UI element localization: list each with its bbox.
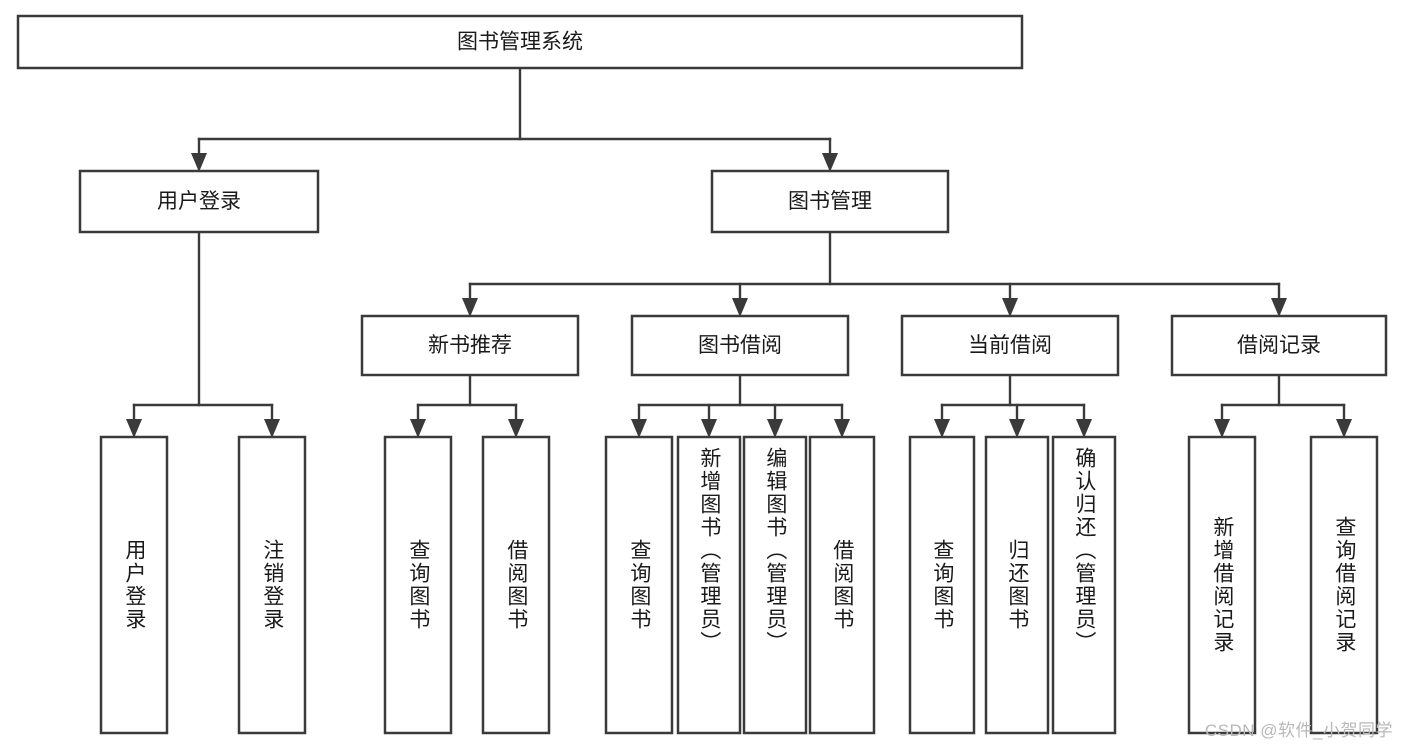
arrow-head-icon (934, 419, 950, 438)
node-box-leaf9[interactable] (908, 435, 976, 735)
arrow-head-icon (1271, 298, 1287, 317)
node-box-leaf10[interactable] (984, 435, 1050, 735)
node-label-newbook: 新书推荐 (428, 334, 512, 357)
arrow-head-icon (631, 419, 647, 438)
node-box-leaf11[interactable] (1051, 435, 1117, 735)
arrow-head-icon (732, 298, 748, 317)
node-label-root: 图书管理系统 (457, 31, 583, 54)
arrow-head-icon (822, 153, 838, 172)
node-box-root[interactable] (16, 14, 1024, 70)
node-box-leaf4[interactable] (481, 435, 551, 735)
node-box-leaf3[interactable] (383, 435, 453, 735)
node-label-login: 用户登录 (157, 190, 241, 213)
arrow-head-icon (126, 419, 142, 438)
arrow-head-icon (462, 298, 478, 317)
arrow-head-icon (767, 419, 783, 438)
node-box-newbook[interactable] (360, 314, 580, 377)
node-label-borrow: 图书借阅 (698, 334, 782, 357)
node-box-current[interactable] (900, 314, 1120, 377)
arrow-head-icon (1009, 419, 1025, 438)
arrow-head-icon (1336, 419, 1352, 438)
arrow-head-icon (1002, 298, 1018, 317)
node-box-borrow[interactable] (630, 314, 850, 377)
node-box-leaf5[interactable] (604, 435, 674, 735)
node-label-bookmgmt: 图书管理 (788, 190, 872, 213)
node-label-records: 借阅记录 (1237, 334, 1321, 357)
node-box-leaf12[interactable] (1187, 435, 1257, 735)
watermark-text: CSDN @软件_小贺同学 (1204, 721, 1393, 740)
node-box-leaf6[interactable] (676, 435, 742, 735)
arrow-head-icon (834, 419, 850, 438)
node-box-leaf13[interactable] (1309, 435, 1379, 735)
node-box-records[interactable] (1170, 314, 1388, 377)
arrow-head-icon (264, 419, 280, 438)
arrow-head-icon (191, 153, 207, 172)
arrow-head-icon (701, 419, 717, 438)
node-box-leaf7[interactable] (742, 435, 808, 735)
arrow-head-icon (508, 419, 524, 438)
arrow-head-icon (1076, 419, 1092, 438)
node-label-current: 当前借阅 (968, 334, 1052, 357)
node-box-leaf8[interactable] (808, 435, 876, 735)
node-box-leaf1[interactable] (99, 435, 169, 735)
node-box-leaf2[interactable] (237, 435, 307, 735)
node-box-bookmgmt[interactable] (710, 169, 950, 234)
arrow-head-icon (1214, 419, 1230, 438)
node-box-login[interactable] (78, 169, 320, 234)
connector-layer (126, 66, 1352, 438)
arrow-head-icon (410, 419, 426, 438)
